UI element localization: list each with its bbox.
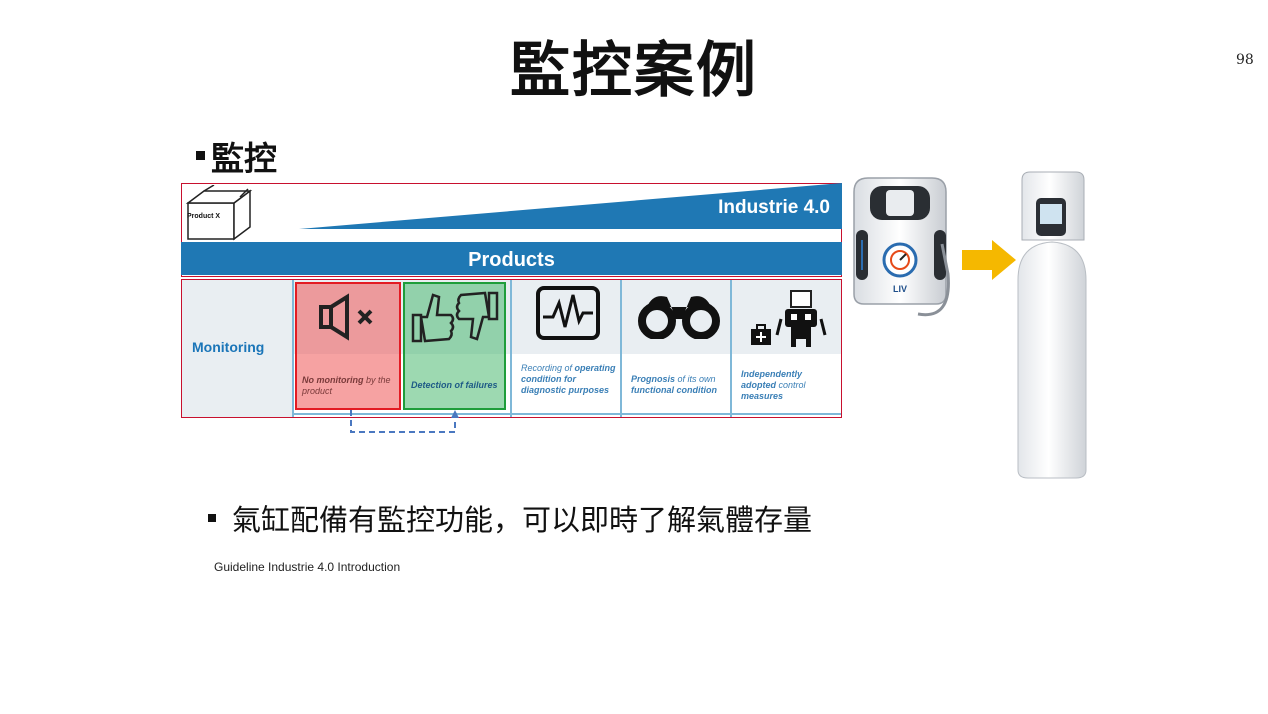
bullet-square-icon bbox=[196, 151, 205, 160]
right-arrow-icon bbox=[962, 240, 1016, 280]
source-citation: Guideline Industrie 4.0 Introduction bbox=[214, 560, 401, 574]
banner-wedge bbox=[299, 183, 842, 229]
cell-text-recording: Recording of operating condition for dia… bbox=[521, 363, 616, 395]
cylinder-valve-device: LIV bbox=[853, 177, 950, 317]
bullet-square-icon bbox=[208, 514, 216, 522]
cell-text-detection: Detection of failures bbox=[411, 380, 498, 390]
valve-label: LIV bbox=[893, 284, 907, 294]
section-heading: 監控 bbox=[196, 132, 277, 180]
column-divider bbox=[292, 280, 294, 417]
bullet-text: 氣缸配備有監控功能，可以即時了解氣體存量 bbox=[232, 503, 813, 537]
robot-with-kit-icon bbox=[751, 290, 827, 347]
cell-text-no-monitoring: No monitoring by the product bbox=[302, 375, 391, 396]
row-bottom-line bbox=[293, 413, 841, 415]
banner-label: Industrie 4.0 bbox=[718, 197, 830, 218]
speaker-muted-icon bbox=[319, 293, 373, 341]
industrie-figure: Industrie 4.0 Product X Products Monitor… bbox=[181, 183, 842, 418]
gas-cylinder-image bbox=[1017, 171, 1087, 479]
thumbs-up-down-icon bbox=[411, 291, 499, 343]
dashed-connector bbox=[350, 410, 459, 433]
cell-text-independent: Independently adopted control measures bbox=[741, 369, 806, 401]
section-heading-text: 監控 bbox=[211, 139, 277, 178]
column-divider bbox=[620, 280, 622, 417]
product-label: Product X bbox=[187, 213, 221, 220]
figure-top-frame bbox=[181, 183, 842, 277]
row-label: Monitoring bbox=[192, 339, 265, 355]
waveform-monitor-icon bbox=[536, 286, 600, 340]
binoculars-icon bbox=[638, 296, 720, 339]
column-divider bbox=[730, 280, 732, 417]
product-box-icon bbox=[185, 185, 253, 241]
slide-title: 監控案例 bbox=[510, 36, 758, 106]
column-divider bbox=[510, 280, 512, 417]
cell-text-prognosis: Prognosis of its own functional conditio… bbox=[631, 374, 717, 395]
row-label-cell bbox=[182, 280, 292, 417]
page-number: 98 bbox=[1236, 52, 1254, 68]
bullet-point: 氣缸配備有監控功能，可以即時了解氣體存量 bbox=[208, 497, 812, 539]
products-bar: Products bbox=[181, 242, 842, 275]
figure-bottom-frame bbox=[181, 279, 842, 418]
